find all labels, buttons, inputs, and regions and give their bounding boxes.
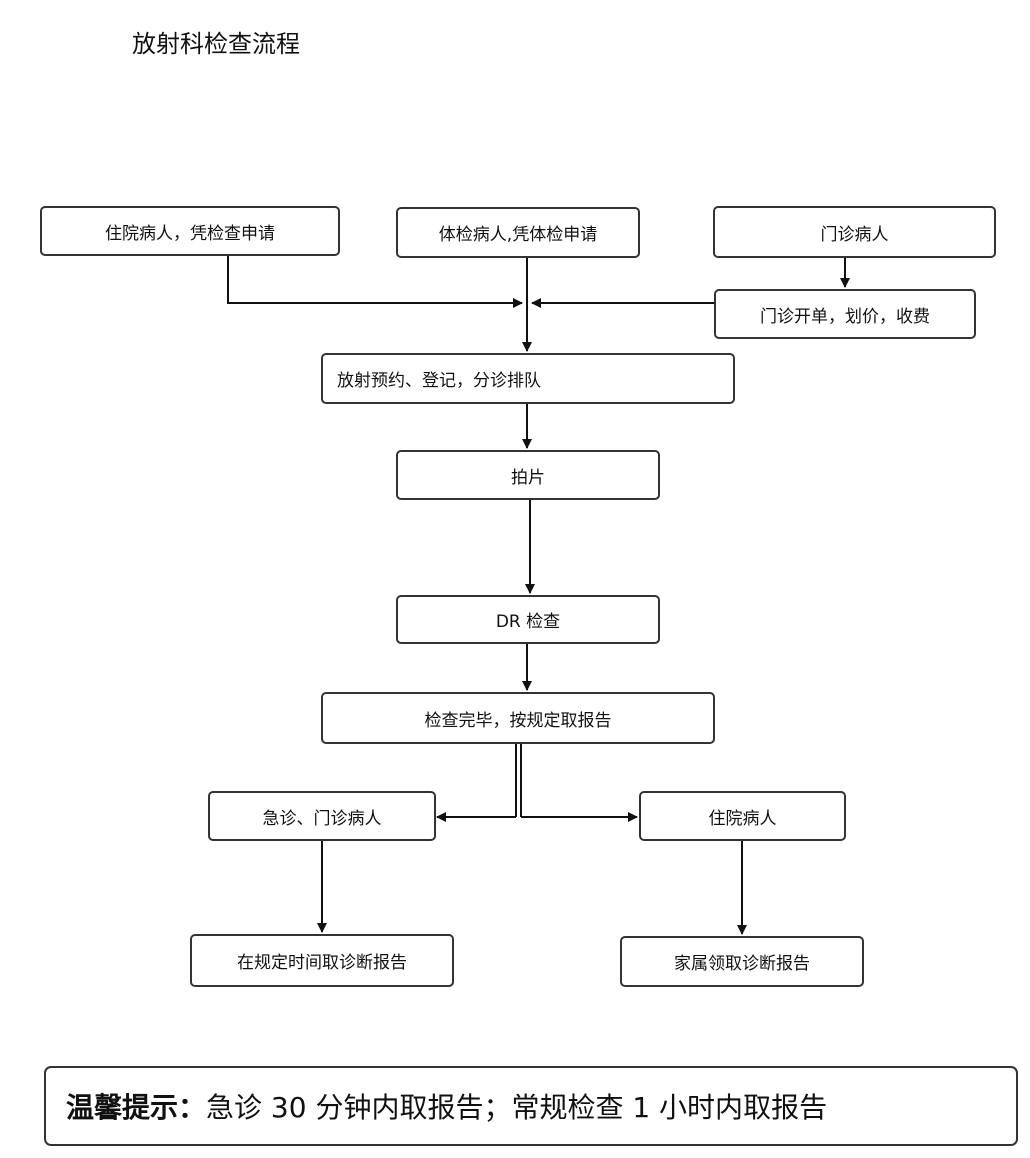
node-exam-complete: 检查完毕，按规定取报告	[321, 692, 715, 744]
node-report-scheduled: 在规定时间取诊断报告	[190, 934, 454, 987]
node-checkup-request: 体检病人,凭体检申请	[396, 207, 640, 258]
node-dr-exam: DR 检查	[396, 595, 660, 644]
node-appointment: 放射预约、登记，分诊排队	[321, 353, 735, 404]
node-family-report: 家属领取诊断报告	[620, 936, 864, 987]
node-inpatient-request: 住院病人，凭检查申请	[40, 206, 340, 256]
node-filming: 拍片	[396, 450, 660, 500]
node-emergency-outpatient: 急诊、门诊病人	[208, 791, 436, 841]
node-outpatient-billing: 门诊开单，划价，收费	[714, 289, 976, 339]
edge-inpatient-to-junction	[227, 256, 523, 308]
node-inpatient: 住院病人	[639, 791, 846, 841]
reminder-label: 温馨提示：	[66, 1091, 207, 1124]
node-outpatient: 门诊病人	[713, 206, 996, 258]
reminder-text: 急诊 30 分钟内取报告；常规检查 1 小时内取报告	[206, 1091, 828, 1124]
reminder-box: 温馨提示： 急诊 30 分钟内取报告；常规检查 1 小时内取报告	[44, 1066, 1018, 1146]
page-title: 放射科检查流程	[132, 30, 300, 58]
